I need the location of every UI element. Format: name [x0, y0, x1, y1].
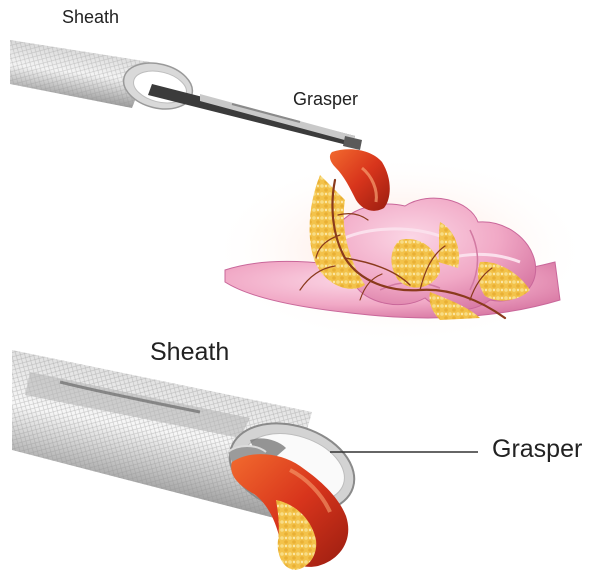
- sheath-label-bottom: Sheath: [150, 338, 229, 367]
- grasper-label-bottom: Grasper: [492, 435, 582, 464]
- top-sheath-tube: [10, 40, 197, 116]
- sheath-label-top: Sheath: [62, 7, 119, 28]
- top-instrument-diagram: [10, 40, 590, 345]
- bottom-instrument-closeup: [12, 350, 478, 570]
- grasper-label-top: Grasper: [293, 89, 358, 110]
